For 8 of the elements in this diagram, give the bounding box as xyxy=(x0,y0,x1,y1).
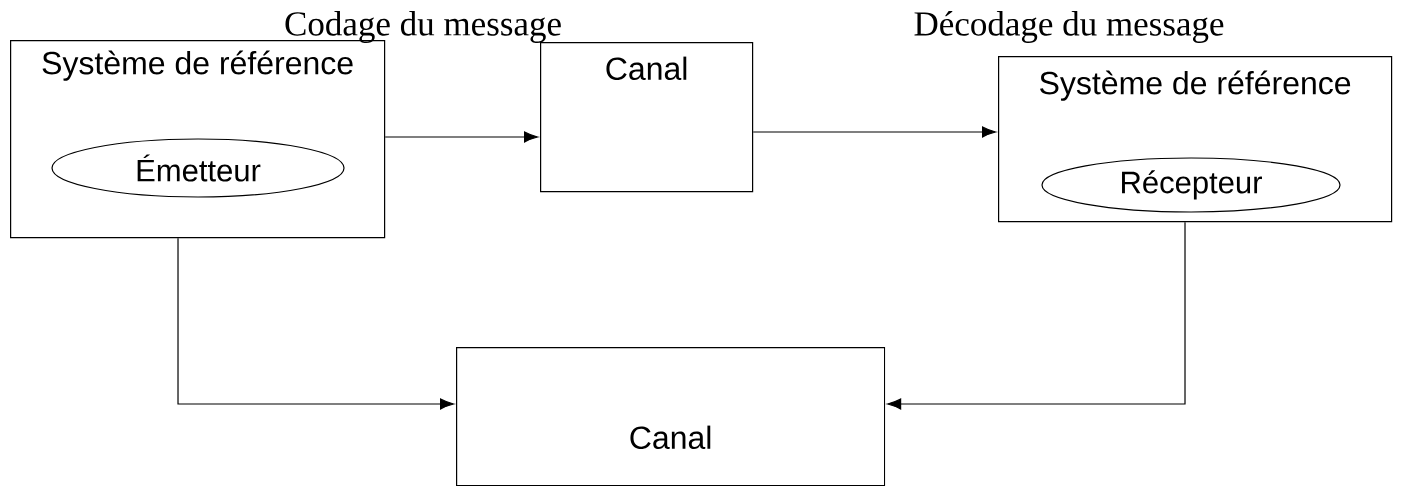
arrow xyxy=(887,221,1186,410)
arrow xyxy=(752,126,997,138)
box: Canal xyxy=(456,347,886,486)
arrow xyxy=(177,237,455,410)
arrow xyxy=(384,131,539,143)
annotation: Codage du message xyxy=(285,11,561,43)
box: Canal xyxy=(540,42,754,193)
annotation: Décodage du message xyxy=(914,11,1224,43)
